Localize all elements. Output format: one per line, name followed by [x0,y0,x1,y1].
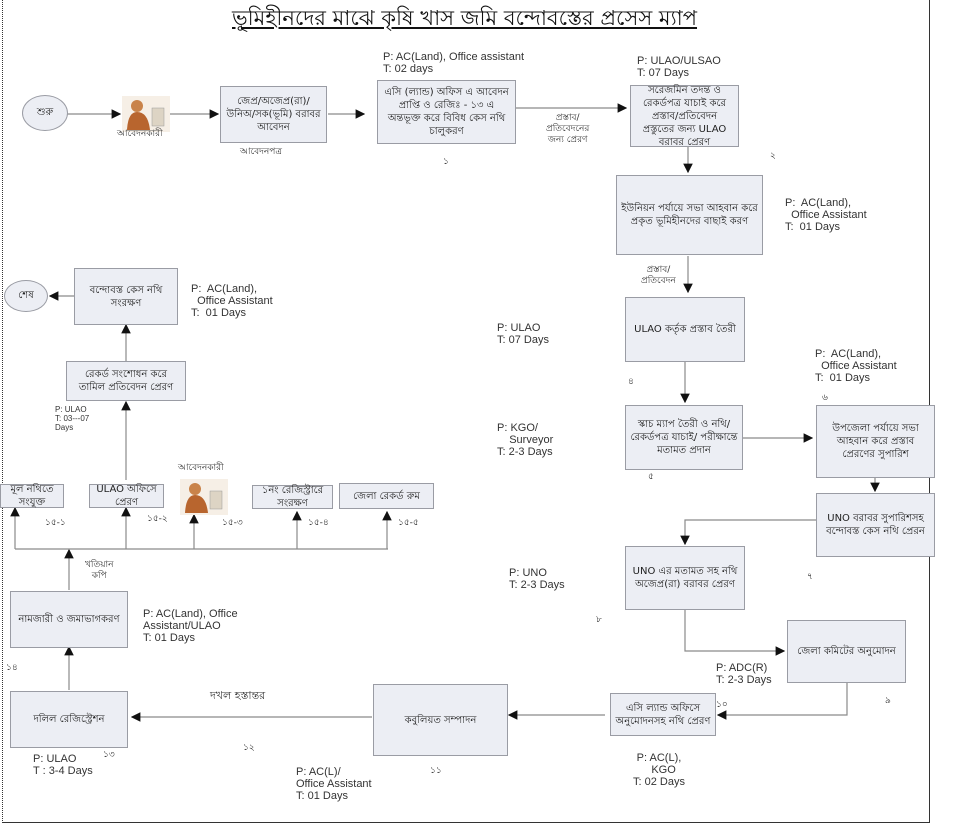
annotation-step-11: P: AC(L)/ Office Assistant T: 01 Days [296,766,372,802]
step-1[interactable]: এসি (ল্যান্ড) অফিস এ আবেদন প্রাপ্তি ও রে… [377,80,516,144]
annotation-step-13: P: ULAO T : 3-4 Days [33,753,93,777]
applicant-label: আবেদনকারী [178,463,224,473]
step-number: ১৫-১ [45,518,66,528]
annotation-step-17: P: AC(Land), Office Assistant T: 01 Days [191,283,273,319]
start-terminal[interactable]: শুরু [22,95,68,131]
step-15-4[interactable]: ১নং রেজিস্ট্রারে সংরক্ষণ [252,485,333,509]
step-6[interactable]: উপজেলা পর্যায়ে সভা আহবান করে প্রস্তাব প… [816,405,935,478]
applicant-icon [180,479,228,515]
step-number: ১৫-৪ [308,518,329,528]
edge-s9-s10 [716,682,848,720]
step-number: ১২ [243,743,255,753]
step-number: ১৫-২ [147,514,168,524]
step-number: ১ [443,157,449,167]
annotation-step-9: P: ADC(R) T: 2-3 Days [716,662,772,686]
step-number: ৪ [628,377,634,387]
annotation-step-1: P: AC(Land), Office assistant T: 02 days [383,51,525,75]
step-number: ২ [770,151,776,161]
annotation-step-14: P: AC(Land), Office Assistant/ULAO T: 01… [143,608,238,644]
step-13[interactable]: দলিল রেজিস্ট্রেশন [10,691,128,748]
step-10[interactable]: এসি ল্যান্ড অফিসে অনুমোদনসহ নথি প্রেরণ [610,693,716,736]
step-number: ৫ [648,472,654,482]
step-apply[interactable]: জেপ্র/অজেপ্র(রা)/ উনিঅ/সক(ভূমি) বরাবর আব… [220,86,327,143]
edge-s7-s8 [680,519,816,546]
step-3[interactable]: ইউনিয়ন পর্যায়ে সভা আহবান করে প্রকৃত ভূ… [616,175,763,255]
step-number: ৭ [807,572,813,582]
step-number: ৯ [885,696,891,706]
step-8[interactable]: UNO এর মতামত সহ নথি অজেপ্র(রা) বরাবর প্র… [625,546,745,610]
applicant-icon [122,96,170,132]
annotation-step-4: P: ULAO T: 07 Days [497,322,549,346]
annotation-step-16: P: ULAO T: 03---07 Days [55,405,90,432]
step-5[interactable]: স্কাচ ম্যাপ তৈরী ও নথি/রেকর্ডপত্র যাচাই/… [625,405,743,470]
annotation-step-5: P: KGO/ Surveyor T: 2-3 Days [497,422,554,458]
annotation-step-3: P: AC(Land), Office Assistant T: 01 Days [785,197,867,233]
step-11[interactable]: কবুলিয়ত সম্পাদন [373,684,508,756]
application-form-label: আবেদনপত্র [240,147,282,157]
annotation-step-8: P: UNO T: 2-3 Days [509,567,565,591]
edge-label-proposal-report: প্রস্তাব/ প্রতিবেদনের জন্য প্রেরণ [546,113,590,145]
annotation-step-6: P: AC(Land), Office Assistant T: 01 Days [815,348,897,384]
annotation-step-10: P: AC(L), KGO T: 02 Days [633,752,685,788]
step-15-1[interactable]: মূল নথিতে সংযুক্ত [0,484,64,508]
step-number: ১১ [430,766,442,776]
applicant-label: আবেদনকারী [117,129,163,139]
end-terminal[interactable]: শেষ [4,280,48,312]
diagram-title: ভূমিহীনদের মাঝে কৃষি খাস জমি বন্দোবস্তের… [232,6,698,30]
step-number: ৬ [822,393,828,403]
step-number: ৮ [596,615,602,625]
step-number: ১৫-৩ [222,518,243,528]
step-number: ১০ [716,700,728,710]
edge-label-proposal-report-2: প্রস্তাব/ প্রতিবেদন [641,265,676,286]
step-17[interactable]: বন্দোবস্ত কেস নথি সংরক্ষণ [74,268,178,325]
step-4[interactable]: ULAO কর্তৃক প্রস্তাব তৈরী [625,297,745,362]
step-15-2[interactable]: ULAO অফিসে প্রেরণ [89,484,164,508]
annotation-step-2: P: ULAO/ULSAO T: 07 Days [637,55,721,79]
step-14[interactable]: নামজারী ও জমাভাগকরণ [10,591,128,648]
step-number: ১৪ [6,663,18,673]
step-2[interactable]: সরেজমিন তদন্ত ও রেকর্ডপত্র যাচাই করে প্র… [630,85,739,148]
step-number: ১৩ [103,750,115,760]
step-number: ১৫-৫ [398,518,419,528]
edge-s8-s9 [684,610,786,656]
edge-label-possession-transfer: দখল হস্তান্তর [210,689,266,702]
step-9[interactable]: জেলা কমিটের অনুমোদন [787,620,906,683]
edge-label-khatian-copy: খতিয়ান কপি [85,560,114,581]
step-15-5[interactable]: জেলা রেকর্ড রুম [339,483,434,509]
step-16[interactable]: রেকর্ড সংশোধন করে তামিল প্রতিবেদন প্রেরণ [66,361,186,401]
step-7[interactable]: UNO বরাবর সুপারিশসহ বন্দোবস্ত কেস নথি প্… [816,493,935,557]
